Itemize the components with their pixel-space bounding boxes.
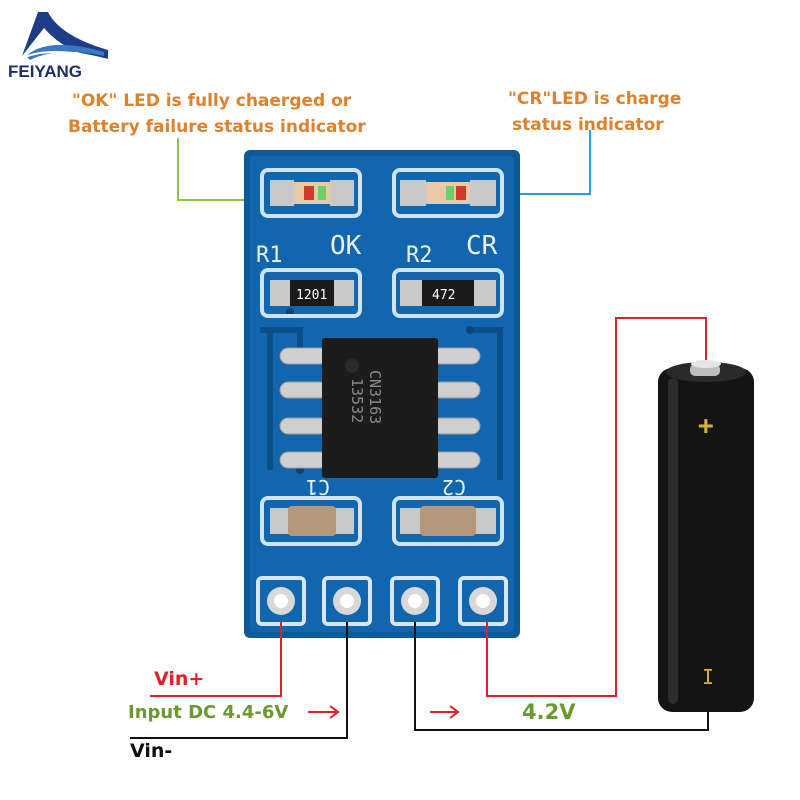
battery-cell: + I [658, 360, 754, 712]
ok-led-callout: "OK" LED is fully chaerged or Battery fa… [68, 88, 368, 140]
resistor-r1: 1201 [260, 268, 362, 318]
cr-led [392, 168, 504, 218]
pad-bat-plus [458, 576, 508, 626]
wire-battery-plus [486, 317, 707, 697]
ok-led-callout-line2: Battery failure status indicator [68, 117, 366, 137]
input-arrow-icon [308, 705, 340, 719]
ic-marking-line1: CN3163 [366, 370, 384, 424]
silk-c1: C1 [306, 475, 330, 499]
silk-c2: C2 [442, 475, 466, 499]
vin-minus-label: Vin- [130, 740, 173, 762]
capacitor-c1 [260, 496, 362, 546]
input-dc-label: Input DC 4.4-6V [128, 702, 289, 723]
ok-led-callout-line1: "OK" LED is fully chaerged or [72, 91, 352, 111]
capacitor-c2 [392, 496, 504, 546]
wire-battery-minus [414, 622, 709, 731]
cr-led-callout: "CR"LED is charge status indicator [508, 86, 708, 138]
brand-logo-icon [17, 12, 109, 61]
vin-plus-label: Vin+ [154, 668, 205, 690]
ok-led [260, 168, 362, 218]
silk-r1: R1 [256, 243, 283, 268]
output-voltage-label: 4.2V [522, 700, 576, 724]
silk-ok: OK [330, 231, 362, 261]
solder-pads [256, 576, 508, 626]
battery-minus-mark: I [702, 665, 714, 689]
wire-vin-plus [150, 622, 282, 697]
silk-cr: CR [466, 231, 498, 261]
silk-r2: R2 [406, 243, 433, 268]
pad-vin-minus [322, 576, 372, 626]
output-arrow-icon [430, 705, 460, 719]
brand-logo: FEIYANG [8, 6, 118, 86]
resistor-r1-code: 1201 [296, 288, 327, 303]
wire-vin-minus [130, 622, 348, 739]
ic-marking-line2: 13532 [348, 378, 366, 423]
cr-led-callout-line1: "CR"LED is charge [508, 89, 682, 109]
resistor-r2: 472 [392, 268, 504, 318]
charger-ic: CN3163 13532 [279, 338, 481, 478]
resistor-r2-code: 472 [432, 288, 455, 303]
brand-name: FEIYANG [8, 62, 83, 81]
cr-led-callout-line2: status indicator [512, 115, 664, 135]
battery-plus-mark: + [698, 411, 714, 441]
pad-vin-plus [256, 576, 306, 626]
